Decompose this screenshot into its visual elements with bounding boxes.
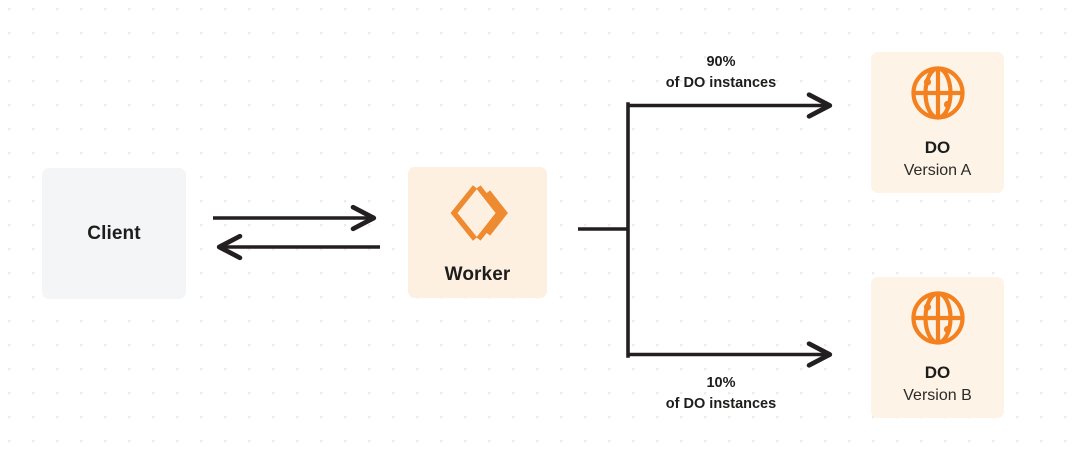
edge-label-do-a-detail: of DO instances	[665, 75, 777, 92]
cloudflare-workers-icon	[445, 180, 511, 246]
edge-label-do-a: 90% of DO instances	[628, 52, 814, 94]
node-do-a-sublabel: Version A	[903, 161, 972, 179]
edge-label-do-b: 10% of DO instances	[628, 373, 814, 415]
edge-label-do-a-percent: 90%	[706, 54, 736, 70]
globe-icon	[909, 289, 967, 347]
node-client-label: Client	[87, 222, 141, 244]
node-do-b-label: DO	[924, 363, 951, 383]
node-do-version-a[interactable]: DO Version A	[871, 52, 1004, 193]
edge-label-do-b-percent: 10%	[706, 375, 736, 391]
node-do-version-b[interactable]: DO Version B	[871, 277, 1004, 418]
globe-icon	[909, 64, 967, 122]
node-do-b-sublabel: Version B	[903, 386, 972, 404]
node-worker[interactable]: Worker	[408, 167, 547, 298]
node-client[interactable]: Client	[42, 168, 186, 299]
node-worker-label: Worker	[444, 263, 511, 285]
edge-label-do-b-detail: of DO instances	[665, 396, 777, 413]
node-do-a-label: DO	[924, 138, 951, 158]
